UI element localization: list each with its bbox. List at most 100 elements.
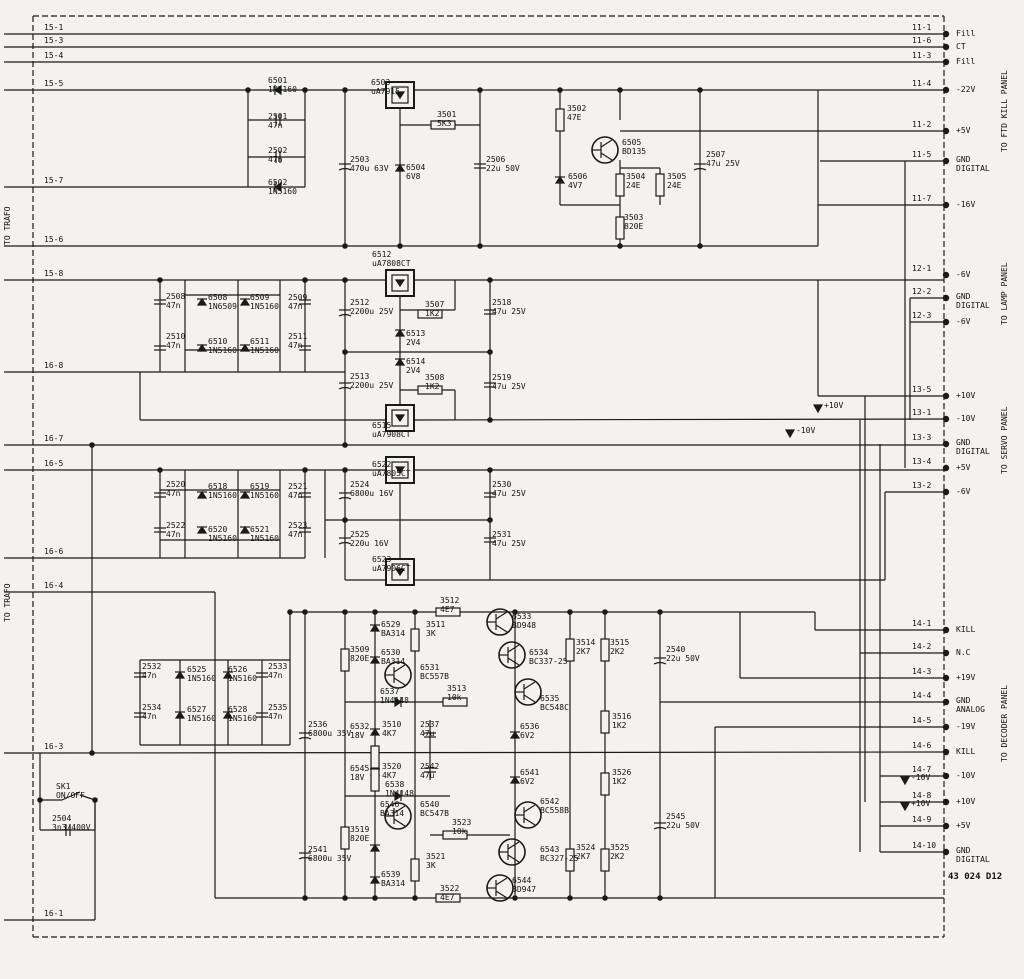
component-ref: 2534	[142, 703, 162, 712]
right-connector-14-7: 14-7	[912, 765, 932, 774]
left-connector-15-7: 15-7	[44, 176, 64, 185]
net-flag-arrow	[899, 802, 911, 812]
net-flag-arrow	[784, 429, 796, 439]
component-value: 47u	[420, 771, 435, 780]
component-ref: 6531	[420, 663, 440, 672]
connector-pin	[942, 294, 950, 302]
right-connector-14-10: 14-10	[912, 841, 937, 850]
component-ref: 6535	[540, 694, 560, 703]
component-ref: 6533	[512, 612, 532, 621]
component-ref: 3514	[576, 638, 596, 647]
connector-pin	[942, 822, 950, 830]
component-ref: 6510	[208, 337, 228, 346]
right-signal-11-7: -16V	[956, 200, 976, 209]
right-connector-14-4: 14-4	[912, 691, 932, 700]
component-value: 1K2	[425, 309, 440, 318]
component-value: 820E	[350, 654, 370, 663]
junction-dot	[477, 87, 483, 93]
right-connector-11-2: 11-2	[912, 120, 932, 129]
component-value: 4K7	[382, 729, 397, 738]
component-ref: 6515	[372, 421, 392, 430]
left-connector-15-5: 15-5	[44, 79, 64, 88]
component-ref: 3524	[576, 843, 596, 852]
component-value: BA314	[381, 879, 406, 888]
component-value: 1N5160	[250, 491, 279, 500]
junction-dot	[37, 797, 43, 803]
component-value: BC557B	[420, 672, 449, 681]
component-value: 2K7	[576, 852, 591, 861]
component-ref: 6523	[372, 555, 392, 564]
component-ref: 6522	[372, 460, 392, 469]
component-value: 47n	[166, 530, 181, 539]
component-ref: 2503	[350, 155, 370, 164]
component-ref: 2523	[288, 521, 308, 530]
junction-dot	[512, 609, 518, 615]
component-value: BC558B	[540, 806, 569, 815]
component-value: 2K2	[610, 852, 625, 861]
component-ref: 2506	[486, 155, 506, 164]
right-signal-13-4: +5V	[956, 463, 971, 472]
component-value: 6V2	[520, 731, 535, 740]
component-value: 10k	[452, 827, 467, 836]
right-connector-11-5: 11-5	[912, 150, 932, 159]
connector-pin	[942, 649, 950, 657]
right-connector-14-9: 14-9	[912, 815, 932, 824]
connector-pin	[942, 415, 950, 423]
connector-pin	[942, 318, 950, 326]
component-ref: 2532	[142, 662, 162, 671]
net-flag-arrow	[899, 776, 911, 786]
component-value: 820E	[350, 834, 370, 843]
component-value: 22u 50V	[666, 821, 700, 830]
right-signal-14-10: GND DIGITAL	[956, 846, 990, 864]
component-value: 6V2	[520, 777, 535, 786]
right-connector-14-6: 14-6	[912, 741, 932, 750]
right-signal-12-1: -6V	[956, 270, 971, 279]
component-ref: 2541	[308, 845, 328, 854]
component-value: 47n	[288, 530, 303, 539]
component-ref: 2540	[666, 645, 686, 654]
junction-dot	[487, 417, 493, 423]
junction-dot	[157, 277, 163, 283]
component-value: BA314	[381, 657, 406, 666]
component-ref: 6521	[250, 525, 270, 534]
component-ref: 3510	[382, 720, 402, 729]
component-value: 47u 25V	[492, 489, 526, 498]
component-ref: 2545	[666, 812, 686, 821]
component-value: 47n	[268, 712, 283, 721]
junction-dot	[287, 609, 293, 615]
component-ref: 6542	[540, 797, 560, 806]
component-value: 47u 25V	[492, 307, 526, 316]
right-connector-13-4: 13-4	[912, 457, 932, 466]
junction-dot	[342, 467, 348, 473]
junction-dot	[89, 750, 95, 756]
component-value: 22u 50V	[666, 654, 700, 663]
component-value: 1N5160	[250, 534, 279, 543]
junction-dot	[342, 243, 348, 249]
component-value: 1N4148	[385, 789, 414, 798]
right-signal-12-2: GND DIGITAL	[956, 292, 990, 310]
connector-pin	[942, 772, 950, 780]
